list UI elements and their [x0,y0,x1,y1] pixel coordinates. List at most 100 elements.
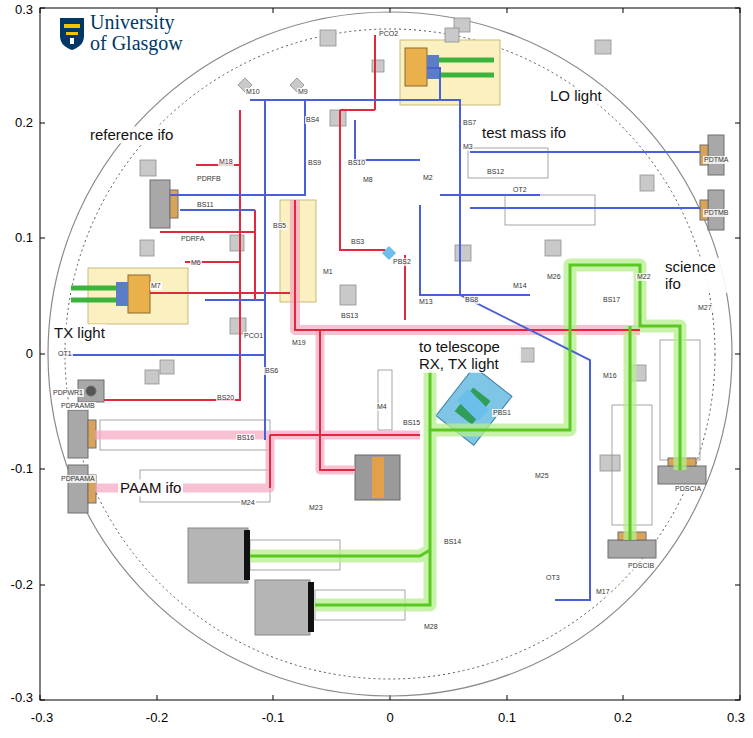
green-beams [315,430,430,605]
optical-components [445,28,459,42]
optical-components [320,30,336,46]
fibre-injectors [116,282,128,306]
component-label: PDPAAMB [60,402,96,410]
red-beams [270,434,420,436]
component-label: M17 [595,588,611,596]
component-label: M26 [546,273,562,281]
university-logo: University of Glasgow [90,12,190,54]
callout-label: PAAM ifo [118,479,183,496]
green-beams [629,326,632,540]
axis-tick-label: 0.2 [15,116,33,131]
laser-boxes [255,580,310,635]
blue-beams [470,151,700,153]
laser-boxes [188,528,248,583]
glow-beams [250,265,680,605]
component-label: M2 [422,174,434,182]
component-label: BS4 [305,116,320,124]
red-beams [320,330,355,470]
university-shield [64,24,80,35]
plot-frame [40,8,740,700]
component-label: BS20 [216,394,235,402]
axis-tick-label: 0.1 [498,711,516,726]
blue-beams [60,354,265,356]
component-label: M18 [218,158,234,166]
glow-beams [95,200,680,605]
axis-tick-label: -0.2 [146,711,168,726]
callout-label: LO light [548,87,604,104]
laser-boxes [355,455,400,500]
component-label: BS9 [307,159,322,167]
plot-frame [40,8,740,700]
fibre-injectors [71,48,494,313]
red-beams [104,35,640,488]
red-beams [254,210,256,300]
university-shield [70,38,74,44]
blue-beams [355,120,420,160]
component-label: OT1 [57,350,73,358]
callout-label: test mass ifo [480,124,568,141]
red-beams [340,109,375,111]
optical-components [505,195,595,225]
component-label: M19 [291,339,307,347]
component-label: M8 [362,176,374,184]
callout-label: to telescope RX, TX light [417,338,521,373]
component-label: BS13 [340,312,359,320]
fibre-injectors [405,48,427,86]
polarising-beamsplitters [457,389,490,422]
component-label: BS6 [264,367,279,375]
fibre-injectors [128,275,150,313]
blue-beams [420,205,530,295]
bench-outline [48,12,732,696]
photodetectors [68,465,88,513]
component-label: M27 [697,304,713,312]
glow-beams [95,330,420,488]
optical-components [595,40,611,54]
optical-components [330,110,346,126]
blue-beams [470,207,700,209]
optical-components [140,240,154,256]
component-label: BS17 [602,296,621,304]
axis-tick-label: 0.3 [727,711,745,726]
component-label: M24 [240,499,256,507]
axis-tick-label: 0 [26,347,33,362]
photodetectors [608,540,656,558]
component-label: OT3 [545,574,561,582]
component-label: PDPAAMA [60,475,96,483]
red-beams [104,110,240,400]
blue-beams [180,209,255,211]
component-label: M22 [636,273,652,281]
component-label: PBS1 [492,409,512,417]
photodetectors [86,386,96,396]
component-label: M14 [512,282,528,290]
component-label: M28 [423,623,439,631]
optical-components [372,60,384,72]
red-beams [340,110,385,250]
component-label: BS16 [236,434,255,442]
bench-outline [48,12,732,696]
blue-beams [60,68,700,600]
axis-tick-label: 0 [386,711,393,726]
axis-tick-label: -0.3 [11,691,33,706]
laser-boxes [308,582,314,632]
laser-boxes [372,457,384,498]
component-label: PDSCIB [627,562,655,570]
optical-components [455,245,471,261]
component-label: BS7 [462,119,477,127]
component-label: BS8 [464,296,479,304]
red-beams [269,435,271,488]
component-label: BS3 [350,238,365,246]
component-label: M6 [190,259,202,267]
component-label: BS12 [486,168,505,176]
green-beams [250,265,680,605]
component-label: PCO1 [243,332,264,340]
optical-components [160,360,174,374]
optical-components [340,285,356,305]
optical-components [520,348,534,362]
component-label: M25 [534,472,550,480]
blue-beams [170,100,305,195]
blue-beams [427,68,440,100]
component-label: PDSCIA [674,485,702,493]
